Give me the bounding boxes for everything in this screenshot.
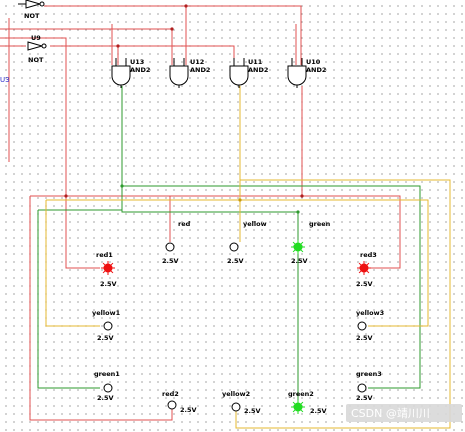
- lamp-label: yellow2: [222, 390, 250, 398]
- lamp-yellow2[interactable]: yellow2 2.5V: [222, 390, 261, 415]
- lamp-green2[interactable]: green2 2.5V: [288, 390, 327, 415]
- lamp-red3[interactable]: red3 2.5V: [356, 251, 377, 288]
- and-gate-u13[interactable]: U13 AND2: [111, 58, 150, 88]
- u11-type: AND2: [248, 66, 268, 74]
- lamp-bulb-icon: [229, 242, 239, 252]
- lamp-label: red3: [360, 251, 377, 259]
- not-gate-top[interactable]: NOT: [18, 0, 45, 20]
- lamp-bulb-icon: [165, 242, 175, 252]
- lamp-red[interactable]: red 2.5V: [162, 220, 191, 265]
- lamp-green1[interactable]: green1 2.5V: [94, 370, 120, 402]
- lamp-bulb-icon: [103, 321, 113, 331]
- u9-type: NOT: [28, 56, 44, 64]
- not-gate-u9[interactable]: U9 NOT: [27, 34, 47, 64]
- lamp-bulb-icon: [103, 383, 113, 393]
- lamp-voltage: 2.5V: [162, 257, 179, 265]
- u13-ref: U13: [130, 58, 144, 66]
- not-top-type: NOT: [24, 12, 40, 20]
- u11-ref: U11: [248, 58, 263, 66]
- lamp-label: green1: [94, 370, 120, 378]
- watermark: CSDN @靖川川: [346, 404, 462, 422]
- yellow-wires: [45, 86, 451, 429]
- lamp-bulb-icon: [293, 402, 303, 412]
- lamp-label: green2: [288, 390, 314, 398]
- lamp-bulb-icon: [103, 263, 113, 273]
- lamp-label: green3: [356, 370, 382, 378]
- and-gate-u10[interactable]: U10 AND2: [287, 58, 326, 88]
- watermark-text: CSDN @靖川川: [351, 407, 430, 420]
- u9-ref: U9: [31, 34, 41, 42]
- lamp-yellow1[interactable]: yellow1 2.5V: [92, 309, 121, 342]
- lamp-voltage: 2.5V: [97, 334, 114, 342]
- u13-type: AND2: [130, 66, 150, 74]
- lamp-voltage: 2.5V: [180, 406, 197, 414]
- lamp-label: yellow1: [92, 309, 121, 317]
- lamp-label: yellow: [243, 220, 267, 228]
- lamp-bulb-icon: [357, 383, 367, 393]
- lamp-bulb-icon: [359, 263, 369, 273]
- lamp-green3[interactable]: green3 2.5V: [356, 370, 382, 402]
- lamp-label: yellow3: [356, 309, 384, 317]
- lamp-label: red: [178, 220, 191, 228]
- lamp-red1[interactable]: red1 2.5V: [96, 251, 117, 288]
- lamp-voltage: 2.5V: [310, 407, 327, 415]
- lamp-bulb-icon: [293, 242, 303, 252]
- u10-type: AND2: [306, 66, 326, 74]
- junction-dots: [64, 4, 304, 214]
- lamp-voltage: 2.5V: [356, 280, 373, 288]
- lamp-bulb-icon: [231, 402, 241, 412]
- lamp-green[interactable]: green 2.5V: [291, 220, 331, 265]
- lamp-label: red2: [162, 390, 179, 398]
- lamp-voltage: 2.5V: [356, 394, 373, 402]
- lamp-bulb-icon: [167, 400, 177, 410]
- u10-ref: U10: [306, 58, 321, 66]
- lamp-yellow[interactable]: yellow 2.5V: [227, 220, 267, 265]
- red-wires: [0, 5, 401, 421]
- lamp-voltage: 2.5V: [291, 257, 308, 265]
- and-gate-u12[interactable]: U12 AND2: [169, 58, 210, 88]
- lamp-label: green: [309, 220, 331, 228]
- lamp-voltage: 2.5V: [97, 394, 114, 402]
- and-gate-u11[interactable]: U11 AND2: [229, 58, 268, 88]
- green-wires: [37, 86, 421, 408]
- lamp-voltage: 2.5V: [100, 280, 117, 288]
- u3-partial-label: U3: [0, 76, 10, 84]
- lamp-label: red1: [96, 251, 113, 259]
- lamp-group: red 2.5V yellow 2.5V green 2.5V red1 2.5V red3 2.…: [92, 220, 384, 415]
- lamp-yellow3[interactable]: yellow3 2.5V: [356, 309, 384, 342]
- u12-type: AND2: [190, 66, 210, 74]
- lamp-bulb-icon: [357, 321, 367, 331]
- lamp-voltage: 2.5V: [244, 407, 261, 415]
- lamp-voltage: 2.5V: [227, 257, 244, 265]
- lamp-voltage: 2.5V: [356, 334, 373, 342]
- u12-ref: U12: [190, 58, 204, 66]
